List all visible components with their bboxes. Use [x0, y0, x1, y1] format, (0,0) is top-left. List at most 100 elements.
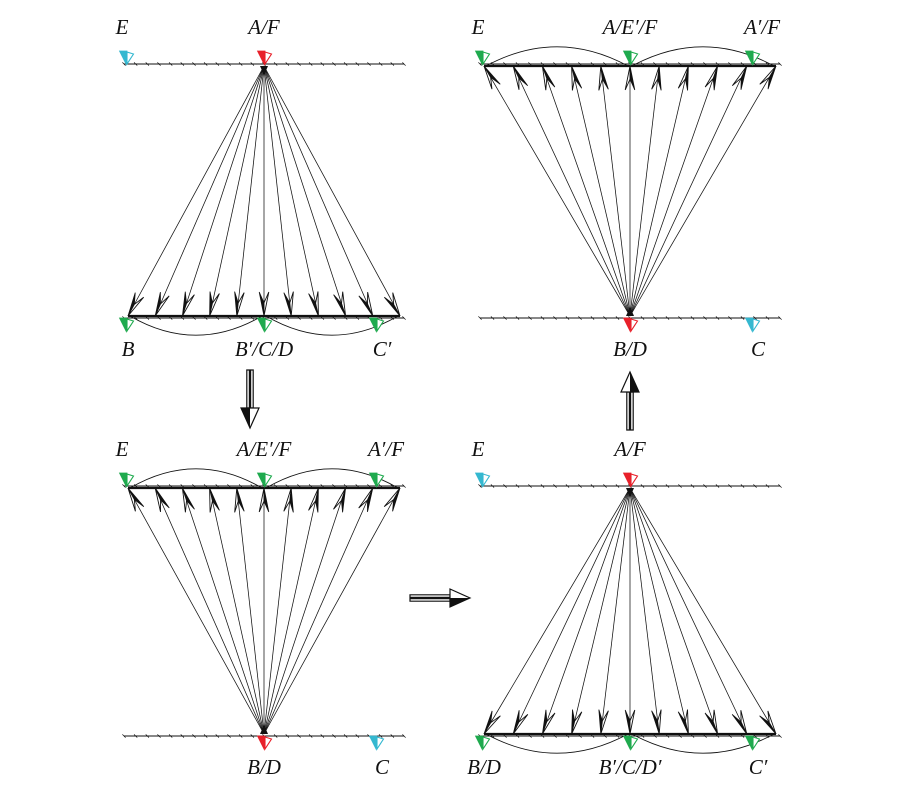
marker-bottom-left-outline [482, 736, 491, 751]
fan-ray [127, 487, 265, 735]
marker-top-left-outline [126, 473, 135, 488]
fan-arrowhead-half [541, 712, 556, 735]
marker-bottom-mid [256, 735, 266, 751]
fan-apex [260, 725, 268, 734]
ground-tick [203, 62, 208, 66]
ground-tick [157, 734, 161, 738]
label-top-mid: A/E′/F [601, 15, 658, 39]
ground-tick [540, 484, 545, 488]
fan-ray [600, 65, 631, 317]
ground-tick [227, 62, 231, 66]
fan-ray [571, 65, 631, 317]
flow-arrow-right [409, 588, 472, 608]
fan-arrowhead-half [600, 710, 609, 735]
marker-bottom-right-outline [752, 318, 761, 333]
marker-bottom-right-outline [376, 736, 385, 751]
ground-tick [320, 62, 325, 66]
ground-tick [402, 62, 406, 66]
ground-tick [590, 316, 595, 320]
ground-tick [273, 62, 278, 66]
fan-arrowhead-half [308, 487, 319, 511]
ground-tick [653, 316, 657, 320]
fan-arrowhead-half [181, 294, 195, 317]
ground-tick [553, 484, 557, 488]
motion-arc [485, 733, 629, 754]
fan-arrowhead-half [624, 65, 631, 91]
label-bottom-left: B [122, 337, 135, 361]
fan-arrowhead-half [740, 710, 748, 735]
ground-tick [603, 316, 607, 320]
marker-top-right-outline [752, 51, 761, 66]
fan-ray [154, 65, 265, 317]
ground-tick [180, 734, 185, 738]
ground-tick [503, 316, 507, 320]
fan-arrowhead-half [512, 714, 529, 735]
marker-bottom-mid [256, 317, 266, 333]
motion-arc [265, 315, 399, 336]
fan-arrowhead [384, 296, 401, 317]
fan-ray [263, 487, 292, 735]
marker-top-mid-outline [630, 473, 639, 488]
flow-arrow-up [620, 370, 640, 431]
marker-top-right [744, 50, 754, 66]
ground-tick [297, 62, 301, 66]
label-bottom-mid: B′/C/D [235, 337, 293, 361]
fan-ray [263, 487, 374, 735]
ground-tick [122, 62, 126, 66]
fan-arrowhead-half [358, 487, 374, 509]
label-top-mid: A/F [246, 15, 280, 39]
ground-tick [490, 484, 495, 488]
marker-bottom-mid-outline [630, 736, 639, 751]
marker-top-left-outline [482, 51, 491, 66]
marker-top-left [118, 472, 128, 488]
ground-tick [678, 316, 682, 320]
marker-top-mid-outline [264, 51, 273, 66]
ground-tick [665, 484, 670, 488]
fan-ray [512, 487, 631, 735]
fan-apex [626, 488, 634, 497]
fan-ray [629, 487, 689, 735]
ground-tick [615, 484, 620, 488]
marker-top-mid [622, 472, 632, 488]
fan-arrowhead-half [341, 291, 347, 317]
ground-tick [227, 734, 231, 738]
ground-tick [503, 484, 507, 488]
fan-arrowhead-half [181, 487, 188, 513]
fan-ray [629, 487, 660, 735]
flow-arrows [240, 369, 640, 608]
fan-ray [263, 65, 319, 317]
ground-tick [215, 734, 220, 738]
fan-arrowhead-half [512, 65, 520, 90]
fan-arrowhead-half [657, 709, 662, 735]
ground-tick [578, 316, 582, 320]
label-top-right: A′/F [742, 15, 780, 39]
ground-tick [390, 734, 395, 738]
ground-tick [378, 734, 383, 738]
ground-tick [157, 62, 161, 66]
fan-arrowhead-half [704, 65, 719, 88]
fan-arrowhead-half [258, 487, 265, 513]
fan-ray [263, 487, 346, 735]
ground-tick [540, 316, 545, 320]
fan-arrowhead-half [236, 292, 245, 317]
fan-arrowhead-half [483, 715, 501, 735]
ground-tick [308, 734, 313, 738]
ground-tick [490, 316, 495, 320]
ground-tick [133, 734, 138, 738]
ground-tick [192, 62, 196, 66]
fan-ray [629, 487, 718, 735]
fan-ray [629, 65, 689, 317]
fan-ray [483, 487, 631, 735]
fan-arrowhead-half [209, 487, 213, 513]
ground-tick [778, 316, 782, 320]
ground-tick [402, 316, 406, 320]
label-top-right: A′/F [366, 437, 404, 461]
ground-tick [740, 484, 745, 488]
fan-ray [629, 65, 718, 317]
fan-ray [263, 65, 346, 317]
ground-tick [753, 484, 757, 488]
ground-tick [390, 62, 395, 66]
ground-tick [653, 484, 657, 488]
marker-bottom-mid-outline [264, 736, 273, 751]
ground-tick [203, 734, 208, 738]
